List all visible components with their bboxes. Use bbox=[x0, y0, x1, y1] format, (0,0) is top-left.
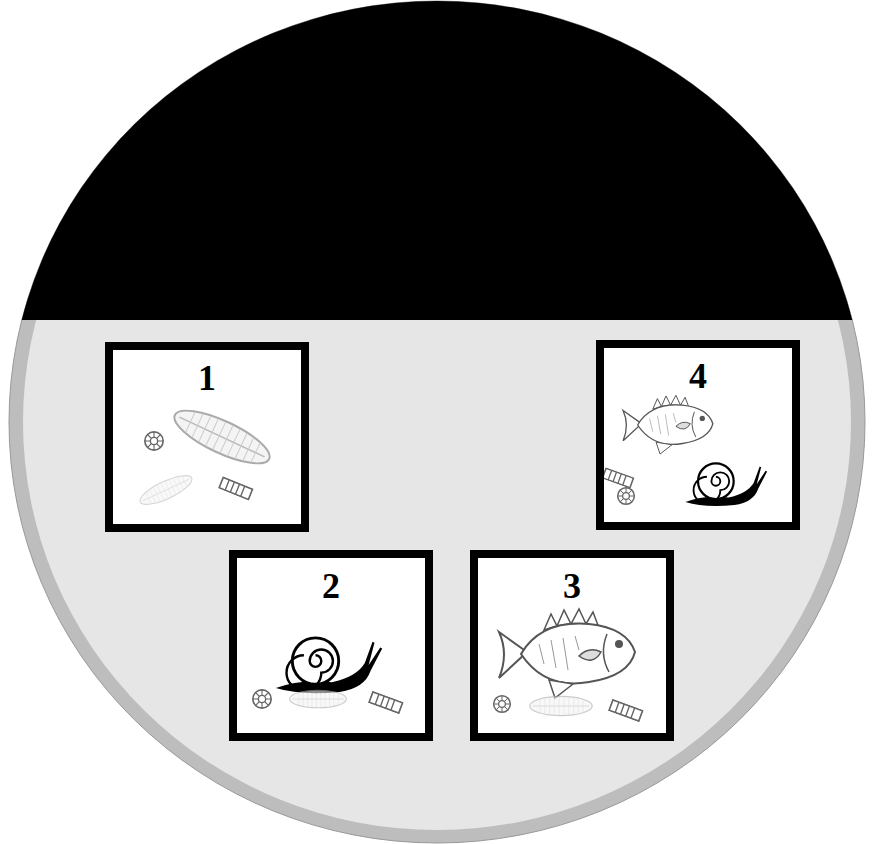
habitat-box: 3 bbox=[470, 550, 674, 741]
algae-symbol bbox=[369, 692, 402, 713]
diatom bbox=[530, 696, 592, 715]
diatom bbox=[290, 690, 347, 707]
algae-symbol bbox=[618, 488, 635, 505]
algae-symbol bbox=[145, 432, 163, 450]
callout-number: 2 bbox=[237, 558, 425, 606]
snail bbox=[276, 638, 382, 693]
snail bbox=[685, 463, 767, 506]
callout-number: 4 bbox=[604, 348, 792, 396]
dish-rim bbox=[9, 1, 865, 843]
box-ground bbox=[229, 550, 425, 741]
habitat-box: 4 bbox=[596, 340, 800, 530]
fish bbox=[623, 395, 713, 454]
fish bbox=[499, 609, 635, 698]
callout-number: 3 bbox=[478, 558, 666, 606]
box-ground bbox=[470, 550, 666, 741]
algae-symbol bbox=[603, 468, 634, 488]
algae-symbol bbox=[494, 696, 511, 713]
habitat-box: 1 bbox=[105, 342, 309, 532]
callout-number: 1 bbox=[113, 350, 301, 398]
box-ground bbox=[105, 342, 301, 532]
algae-symbol bbox=[609, 700, 642, 721]
diatom bbox=[137, 470, 196, 510]
box-ground bbox=[596, 340, 792, 530]
dark-zone bbox=[9, 1, 865, 320]
diatom bbox=[168, 401, 276, 474]
algae-symbol bbox=[219, 477, 252, 499]
algae-symbol bbox=[253, 690, 271, 708]
habitat-box: 2 bbox=[229, 550, 433, 741]
